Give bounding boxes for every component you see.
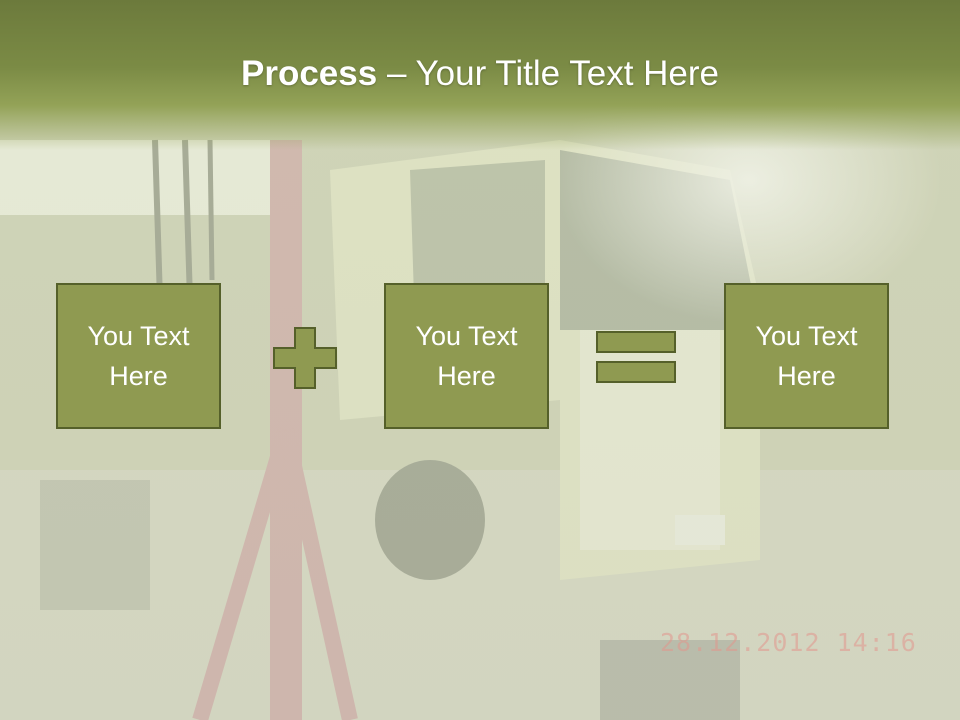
text-box-3-label: You Text Here xyxy=(755,321,858,391)
text-box-2-label: You Text Here xyxy=(415,321,518,391)
text-box-1[interactable]: You Text Here xyxy=(56,283,221,429)
text-box-3[interactable]: You Text Here xyxy=(724,283,889,429)
header-band xyxy=(0,0,960,150)
title-bold: Process xyxy=(241,54,378,93)
text-box-2[interactable]: You Text Here xyxy=(384,283,549,429)
slide-title[interactable]: Process – Your Title Text Here xyxy=(0,52,960,96)
title-rest: – Your Title Text Here xyxy=(377,54,719,93)
photo-timestamp: 28.12.2012 14:16 xyxy=(660,628,917,657)
plus-icon xyxy=(273,327,337,389)
text-box-1-label: You Text Here xyxy=(87,321,190,391)
equals-icon xyxy=(596,331,676,383)
